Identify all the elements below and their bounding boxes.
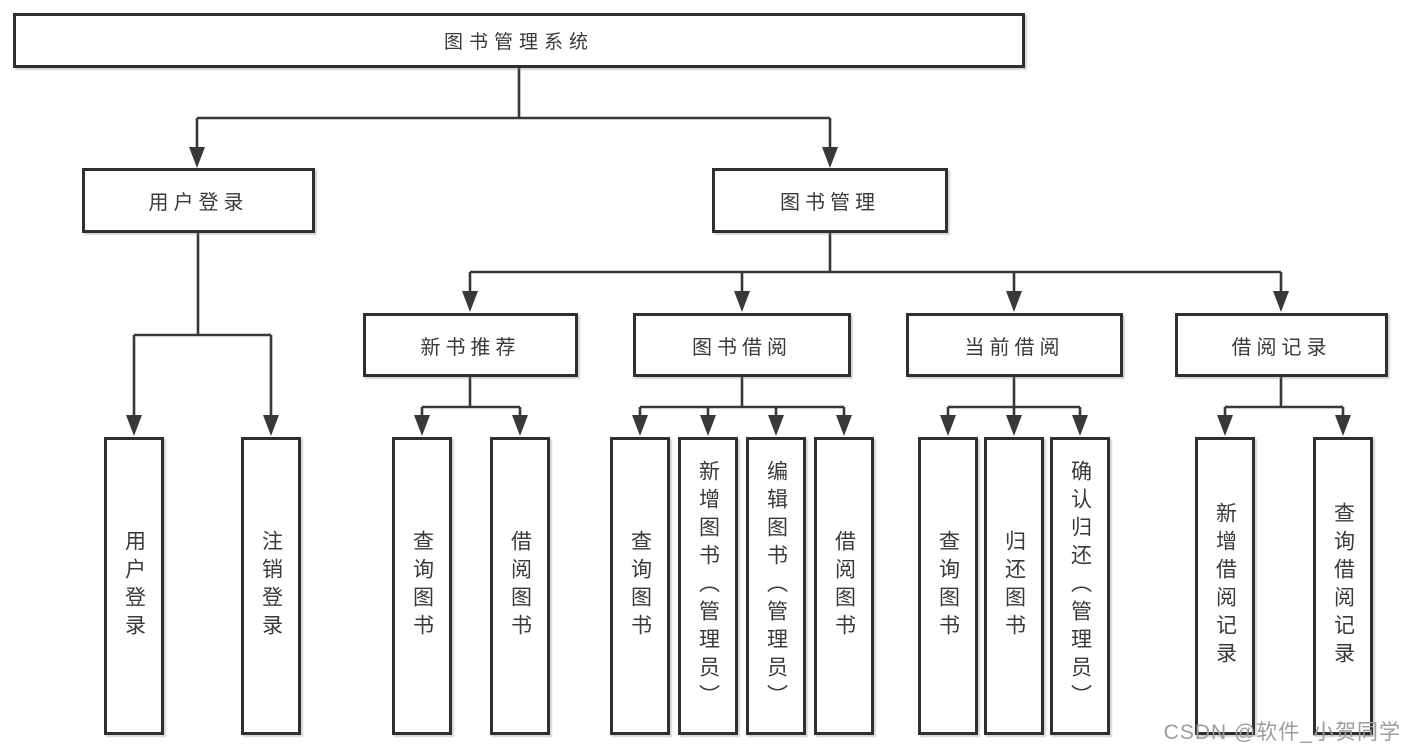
leaf-add-book-admin: 新增图书（管理员） bbox=[678, 437, 738, 735]
leaf-borrow-books-label: 借阅图书 bbox=[832, 530, 856, 642]
node-library-management-system: 图书管理系统 bbox=[13, 13, 1025, 68]
connector-book-management-children bbox=[462, 233, 1289, 312]
leaf-query-books-current-label: 查询图书 bbox=[936, 530, 960, 642]
leaf-return-book: 归还图书 bbox=[984, 437, 1044, 735]
leaf-edit-book-admin: 编辑图书（管理员） bbox=[746, 437, 806, 735]
connector-user-login-children bbox=[126, 233, 279, 436]
leaf-edit-book-admin-label: 编辑图书（管理员） bbox=[764, 460, 788, 712]
leaf-add-borrow-record: 新增借阅记录 bbox=[1195, 437, 1255, 735]
leaf-confirm-return-admin-label: 确认归还（管理员） bbox=[1068, 460, 1092, 712]
node-user-login: 用户登录 bbox=[82, 168, 315, 233]
leaf-logout: 注销登录 bbox=[241, 437, 301, 735]
leaf-borrow-books-recommend: 借阅图书 bbox=[490, 437, 550, 735]
connector-root-to-level2 bbox=[189, 68, 838, 168]
leaf-query-books-recommend: 查询图书 bbox=[392, 437, 452, 735]
connector-new-book-children bbox=[414, 377, 528, 436]
leaf-query-books-recommend-label: 查询图书 bbox=[410, 530, 434, 642]
node-new-book-recommendation: 新书推荐 bbox=[363, 313, 578, 377]
watermark: CSDN @软件_小贺同学 bbox=[1163, 721, 1401, 744]
leaf-return-book-label: 归还图书 bbox=[1002, 530, 1026, 642]
leaf-user-login-label: 用户登录 bbox=[122, 530, 146, 642]
leaf-add-borrow-record-label: 新增借阅记录 bbox=[1213, 502, 1237, 670]
leaf-logout-label: 注销登录 bbox=[259, 530, 283, 642]
leaf-confirm-return-admin: 确认归还（管理员） bbox=[1050, 437, 1110, 735]
leaf-query-books-current: 查询图书 bbox=[918, 437, 978, 735]
leaf-borrow-books: 借阅图书 bbox=[814, 437, 874, 735]
connector-book-borrowing-children bbox=[632, 377, 852, 436]
leaf-query-borrow-record: 查询借阅记录 bbox=[1313, 437, 1373, 735]
leaf-query-books-borrowing-label: 查询图书 bbox=[628, 530, 652, 642]
node-borrowing-records: 借阅记录 bbox=[1175, 313, 1388, 377]
connector-current-borrowing-children bbox=[940, 377, 1088, 436]
connector-borrowing-records-children bbox=[1217, 377, 1351, 436]
leaf-borrow-books-recommend-label: 借阅图书 bbox=[508, 530, 532, 642]
node-current-borrowing: 当前借阅 bbox=[906, 313, 1123, 377]
node-book-borrowing: 图书借阅 bbox=[633, 313, 851, 377]
leaf-query-borrow-record-label: 查询借阅记录 bbox=[1331, 502, 1355, 670]
node-book-management: 图书管理 bbox=[712, 168, 948, 233]
leaf-query-books-borrowing: 查询图书 bbox=[610, 437, 670, 735]
leaf-add-book-admin-label: 新增图书（管理员） bbox=[696, 460, 720, 712]
leaf-user-login: 用户登录 bbox=[104, 437, 164, 735]
